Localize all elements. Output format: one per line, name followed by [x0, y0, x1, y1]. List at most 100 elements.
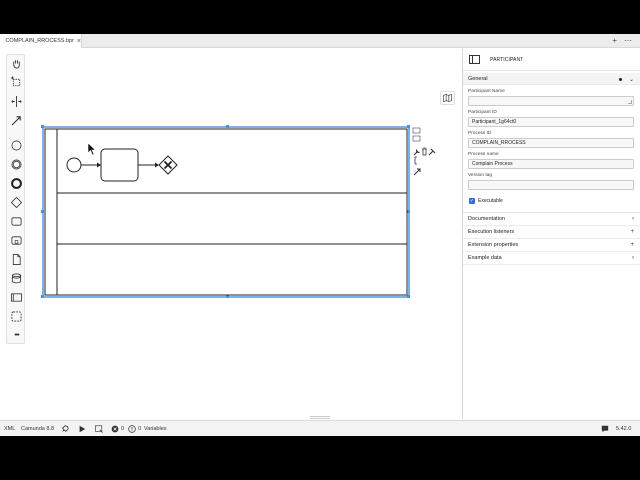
lane-2[interactable] [57, 193, 407, 244]
task-button[interactable] [10, 215, 23, 228]
warning-count: 0 [138, 426, 142, 432]
minimap-toggle-button[interactable] [440, 91, 455, 105]
start-event-button[interactable] [10, 139, 23, 152]
resize-grip-icon [628, 100, 632, 104]
sequence-flow-1-arrow [97, 162, 101, 168]
task-icon [11, 217, 22, 226]
rocket-icon [62, 425, 69, 432]
export-icon [95, 425, 103, 433]
data-store-icon [11, 273, 22, 284]
data-store-button[interactable] [10, 272, 23, 285]
extension-properties-group-header[interactable]: Extension properties + [463, 239, 640, 252]
error-count: 0 [121, 426, 125, 432]
deploy-button[interactable] [61, 421, 69, 436]
end-event-button[interactable] [10, 177, 23, 190]
executable-checkbox[interactable]: ✓ [469, 198, 475, 204]
add-lane-above-icon[interactable] [412, 127, 421, 134]
new-tab-button[interactable]: + [612, 36, 617, 45]
group-button[interactable] [10, 310, 23, 323]
example-data-group-header[interactable]: Example data › [463, 252, 640, 265]
version-tag-input[interactable] [468, 180, 634, 190]
participant-name-field: Participant Name [463, 89, 640, 106]
mouse-cursor-icon [87, 142, 97, 156]
map-icon [443, 94, 452, 102]
subprocess-button[interactable] [10, 234, 23, 247]
group-icon [11, 311, 22, 322]
status-bar: XML Camunda 8.8 0 0 Variables 5.42.0 [0, 420, 640, 436]
participant-id-field: Participant ID Participant_1g64ct0 [463, 110, 640, 127]
group-changed-indicator-icon [618, 77, 622, 81]
documentation-group-header[interactable]: Documentation › [463, 213, 640, 226]
add-icon[interactable]: + [630, 229, 634, 235]
play-icon [79, 425, 86, 433]
process-id-input[interactable]: COMPLAIN_RROCESS [468, 138, 634, 148]
space-tool-icon [11, 96, 22, 107]
variables-button[interactable]: Variables [144, 426, 167, 432]
add-lane-below-icon[interactable] [412, 135, 421, 142]
connect-icon[interactable] [413, 168, 421, 176]
pool-button[interactable] [10, 291, 23, 304]
pool-icon [11, 293, 22, 302]
gateway-icon [10, 196, 23, 209]
engine-version-label[interactable]: Camunda 8.8 [21, 426, 55, 432]
task[interactable] [100, 148, 139, 182]
hand-tool-button[interactable] [10, 57, 23, 70]
hand-tool-icon [13, 60, 20, 69]
properties-sections: Documentation › Execution listeners + Ex… [463, 212, 640, 265]
more-options-button[interactable]: ⋯ [624, 36, 632, 45]
tab-bar: COMPLAIN_RROCESS.bpr × + ⋯ [0, 34, 640, 48]
exclusive-gateway[interactable] [158, 155, 178, 175]
connect-tool-button[interactable] [10, 114, 23, 127]
process-id-label: Process ID [468, 131, 492, 136]
run-button[interactable] [78, 421, 86, 436]
diagram-canvas[interactable] [30, 49, 462, 419]
wrench-icon[interactable] [413, 149, 420, 156]
execution-listeners-group-header[interactable]: Execution listeners + [463, 226, 640, 239]
chevron-down-icon[interactable]: ⌄ [628, 76, 634, 83]
lane-3[interactable] [57, 244, 407, 295]
data-object-button[interactable] [10, 253, 23, 266]
element-type-label: PARTICIPANT [490, 56, 524, 63]
more-tools-icon[interactable]: ••• [14, 332, 19, 339]
close-tab-icon[interactable]: × [76, 37, 81, 45]
participant-name-input[interactable] [468, 96, 634, 106]
file-tab[interactable]: COMPLAIN_RROCESS.bpr × [0, 34, 82, 48]
chevron-right-icon[interactable]: › [632, 255, 634, 261]
file-tab-label: COMPLAIN_RROCESS.bpr [5, 38, 74, 44]
tool-palette: ••• [6, 54, 25, 344]
tab-actions: + ⋯ [612, 36, 632, 45]
panel-resize-handle[interactable] [310, 416, 330, 419]
process-name-input[interactable]: Complain Process [468, 159, 634, 169]
warning-icon [128, 425, 136, 433]
add-icon[interactable]: + [630, 242, 634, 248]
problems-indicator[interactable]: 0 0 [111, 421, 141, 436]
text-annotation-icon[interactable] [414, 156, 417, 165]
process-name-field: Process name Complain Process [463, 152, 640, 169]
lasso-tool-icon [11, 76, 21, 87]
properties-panel: PARTICIPANT General ⌄ Participant Name P… [462, 49, 640, 419]
process-id-field: Process ID COMPLAIN_RROCESS [463, 131, 640, 148]
export-button[interactable] [95, 421, 103, 436]
lasso-tool-button[interactable] [10, 76, 23, 89]
color-picker-icon[interactable] [428, 148, 436, 156]
feedback-icon [601, 425, 609, 433]
general-group-header[interactable]: General ⌄ [463, 73, 640, 85]
app-version-label[interactable]: 5.42.0 [616, 426, 632, 432]
version-tag-field: Version tag [463, 173, 640, 190]
intermediate-event-button[interactable] [10, 158, 23, 171]
delete-icon[interactable] [422, 147, 427, 156]
sequence-flow-2-arrow [155, 162, 159, 168]
participant-id-input[interactable]: Participant_1g64ct0 [468, 117, 634, 127]
selection-handles[interactable] [41, 125, 410, 298]
format-label[interactable]: XML [4, 426, 16, 432]
context-pad [412, 127, 436, 176]
space-tool-button[interactable] [10, 95, 23, 108]
feedback-button[interactable] [601, 421, 609, 436]
end-event-icon [11, 178, 22, 189]
start-event[interactable] [66, 157, 82, 173]
gateway-button[interactable] [10, 196, 23, 209]
chevron-right-icon[interactable]: › [632, 216, 634, 222]
general-group-title: General [468, 75, 488, 82]
intermediate-event-icon [11, 159, 22, 170]
executable-label: Executable [478, 198, 503, 204]
